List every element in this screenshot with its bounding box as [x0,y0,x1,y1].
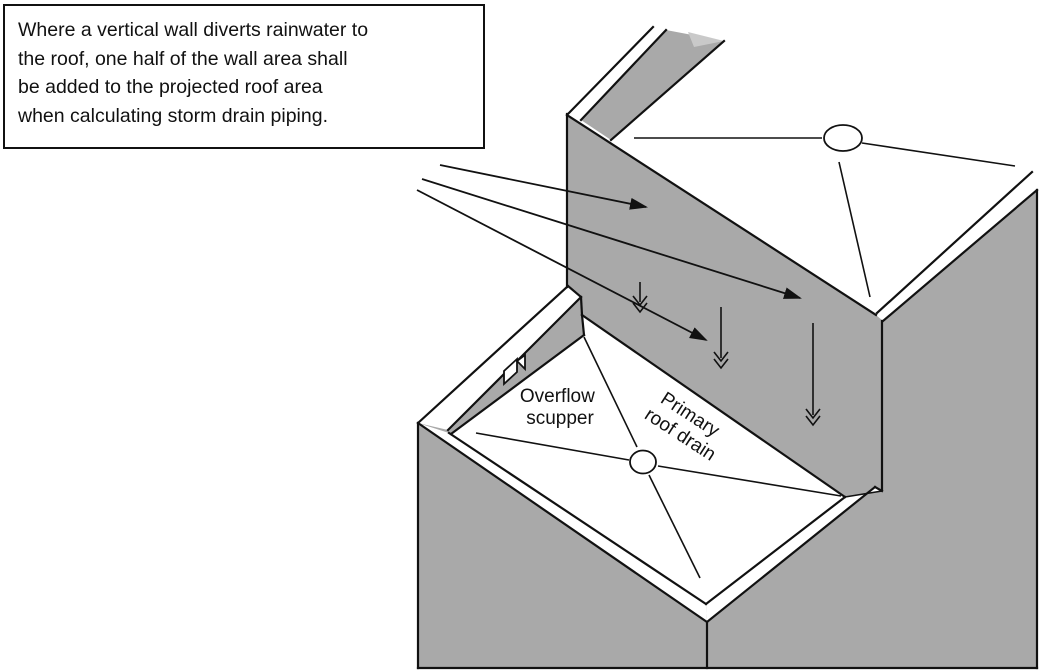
overflow-scupper-label-line1: Overflow [520,386,595,407]
overflow-scupper-label-line2: scupper [526,408,594,429]
rain-arrow-3-icon [805,323,821,427]
note-pointer-arrows [416,164,802,341]
lower-roof-drain-icon [629,449,657,475]
note-line: the roof, one half of the wall area shal… [18,47,348,70]
upper-roof-drain-lines [634,137,1016,298]
overflow-scupper-shape [503,353,526,387]
upper-roof-right-parapet-coping [877,172,1037,321]
note-line: when calculating storm drain piping. [18,104,329,127]
tall-wall-parapet-band [581,30,724,140]
upper-roof-drain-icon [823,124,863,152]
rain-arrow-1-icon [632,282,648,314]
pointer-arrow-to-wall-icon [439,164,648,210]
note-line: be added to the projected roof area [18,76,323,98]
overflow-scupper-label: Overflow scupper [520,386,600,429]
pointer-arrow-to-wall-base-icon [421,178,802,299]
pointer-arrow-to-wall-lower-icon [416,189,708,341]
rain-arrow-2-icon [713,307,729,370]
lower-roof-drain-lines [475,336,842,579]
note-box: Where a vertical wall diverts rainwater … [3,4,485,149]
structure-edges [416,25,1039,670]
note-line: Where a vertical wall diverts rainwater … [18,19,369,41]
